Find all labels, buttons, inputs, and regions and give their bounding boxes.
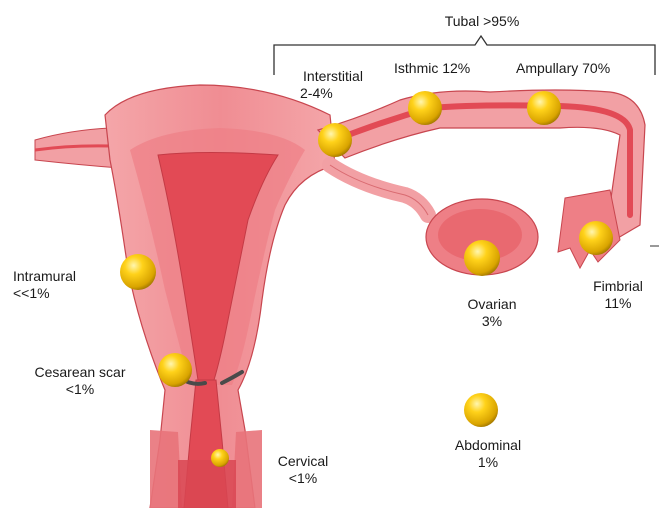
tubal-header: Tubal >95% — [437, 13, 527, 30]
fimbrial-name: Fimbrial — [583, 278, 653, 295]
marker-isthmic — [408, 91, 442, 125]
abdominal-pct: 1% — [440, 454, 536, 471]
label-cesarean: Cesarean scar <1% — [20, 364, 140, 398]
uterus — [105, 85, 335, 508]
marker-fimbrial — [579, 221, 613, 255]
intramural-name: Intramural — [13, 268, 76, 285]
cesarean-name: Cesarean scar — [20, 364, 140, 381]
intramural-pct: <<1% — [13, 285, 76, 302]
cervical-name: Cervical — [268, 453, 338, 470]
interstitial-name: Interstitial — [288, 68, 378, 85]
ovarian-pct: 3% — [452, 313, 532, 330]
label-ampullary: Ampullary 70% — [516, 60, 610, 77]
interstitial-pct: 2-4% — [288, 85, 378, 102]
label-ovarian: Ovarian 3% — [452, 296, 532, 330]
label-cervical: Cervical <1% — [268, 453, 338, 487]
fimbrial-pct: 11% — [583, 295, 653, 312]
label-fimbrial: Fimbrial 11% — [583, 278, 653, 312]
abdominal-name: Abdominal — [440, 437, 536, 454]
marker-interstitial — [318, 123, 352, 157]
marker-ovarian — [464, 240, 500, 276]
marker-cesarean — [158, 353, 192, 387]
marker-cervical — [211, 449, 229, 467]
cervical-pct: <1% — [268, 470, 338, 487]
label-intramural: Intramural <<1% — [13, 268, 76, 302]
label-interstitial: Interstitial 2-4% — [288, 68, 378, 102]
ovarian-name: Ovarian — [452, 296, 532, 313]
label-isthmic: Isthmic 12% — [394, 60, 470, 77]
marker-intramural — [120, 254, 156, 290]
ovary — [330, 165, 538, 275]
label-abdominal: Abdominal 1% — [440, 437, 536, 471]
marker-abdominal — [464, 393, 498, 427]
cesarean-pct: <1% — [20, 381, 140, 398]
marker-ampullary — [527, 91, 561, 125]
